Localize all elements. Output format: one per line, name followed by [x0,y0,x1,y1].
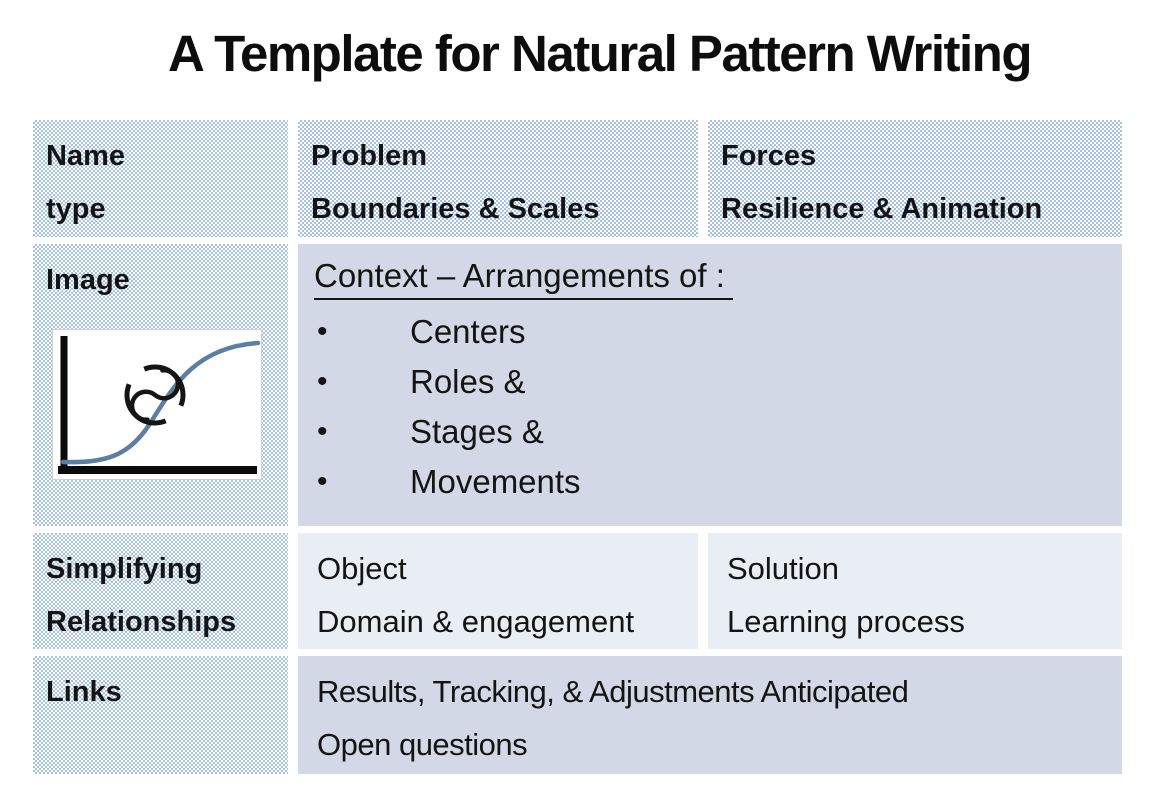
list-item: • Roles & [314,357,1122,407]
pattern-template-table: Name type Problem Boundaries & Scales Fo… [33,120,1122,774]
header-cell-forces: Forces Resilience & Animation [708,120,1122,237]
row-label-line: Links [46,676,122,708]
list-item: • Stages & [314,407,1122,457]
list-item-label: Stages & [410,413,544,450]
header-line: Resilience & Animation [721,193,1043,225]
bullet-icon: • [317,365,328,398]
list-item-label: Centers [410,313,526,350]
cell-line: Object [317,551,407,586]
page-title: A Template for Natural Pattern Writing [168,25,1033,82]
list-item: • Movements [314,457,1122,507]
header-line: Name [46,140,125,172]
cell-line: Open questions [317,727,528,762]
bullet-icon: • [317,415,328,448]
context-bullet-list: • Centers • Roles & • Stages & • Movement… [314,307,1122,507]
object-cell: Object Domain & engagement [298,533,698,649]
links-cell: Results, Tracking, & Adjustments Anticip… [298,656,1122,774]
row-label-links: Links [33,656,288,774]
context-heading: Context – Arrangements of : [314,255,733,300]
header-cell-name-type: Name type [33,120,288,237]
row-label-line: Relationships [46,606,237,638]
image-label: Image [46,264,130,296]
context-cell: Context – Arrangements of : • Centers • … [298,244,1122,526]
header-line: Forces [721,140,817,172]
image-label-cell: Image [33,244,288,526]
cell-line: Results, Tracking, & Adjustments Anticip… [317,674,909,709]
bullet-icon: • [317,315,328,348]
cell-line: Learning process [727,604,965,639]
cell-line: Solution [727,551,840,586]
s-curve-chart-icon [53,330,261,479]
list-item: • Centers [314,307,1122,357]
cell-line: Domain & engagement [317,604,635,639]
row-label-simplifying-relationships: Simplifying Relationships [33,533,288,649]
solution-cell: Solution Learning process [708,533,1122,649]
bullet-icon: • [317,465,328,498]
header-line: Boundaries & Scales [311,193,600,225]
header-line: Problem [311,140,428,172]
list-item-label: Roles & [410,363,526,400]
list-item-label: Movements [410,463,581,500]
header-cell-problem: Problem Boundaries & Scales [298,120,698,237]
row-label-line: Simplifying [46,553,203,585]
s-curve-yin-yang-figure [52,329,262,480]
header-line: type [46,193,106,225]
